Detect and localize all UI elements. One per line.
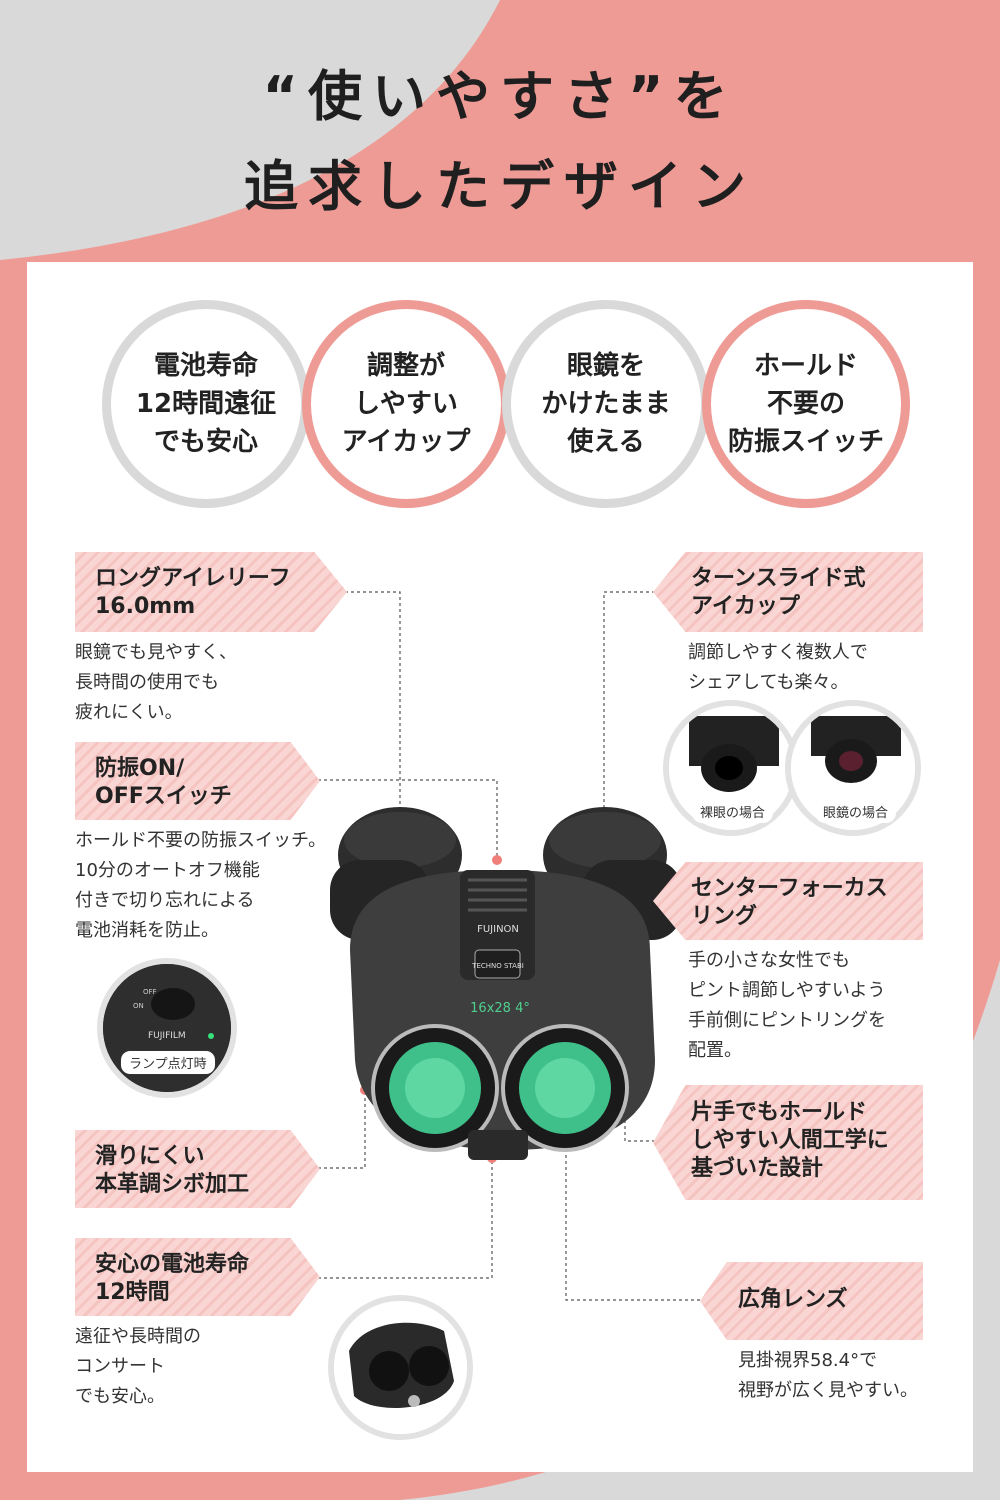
- caption-glasses: 眼鏡の場合: [815, 800, 897, 823]
- feature-text: 調整が しやすい アイカップ: [341, 351, 471, 457]
- switch-on-text: ON: [133, 1002, 144, 1010]
- badge-text: TECHNO STABI: [471, 962, 524, 970]
- tag-leather: 滑りにくい 本革調シボ加工: [75, 1130, 320, 1208]
- battery-photo: [334, 1301, 467, 1434]
- battery-thumbnail: [328, 1295, 473, 1440]
- feature-circle-glasses: 眼鏡を かけたまま 使える: [502, 300, 710, 508]
- glasses-thumbnail: [785, 700, 921, 836]
- tag-ergonomic: 片手でもホールド しやすい人間工学に 基づいた設計: [653, 1085, 923, 1200]
- caption-lamp: ランプ点灯時: [120, 1050, 216, 1075]
- feature-circle-eyecup: 調整が しやすい アイカップ: [302, 300, 510, 508]
- tag-focus: センターフォーカス リング: [653, 862, 923, 940]
- desc-battery: 遠征や長時間の コンサート でも安心。: [75, 1326, 201, 1407]
- tag-switch: 防振ON/ OFFスイッチ: [75, 742, 320, 820]
- switch-thumbnail: OFF ON FUJIFILM: [97, 958, 237, 1098]
- brand-text: FUJINON: [477, 924, 519, 935]
- tag-eye-relief: ロングアイレリーフ 16.0mm: [75, 552, 347, 632]
- feature-text: 眼鏡を かけたまま 使える: [541, 351, 671, 457]
- tag-battery: 安心の電池寿命 12時間: [75, 1238, 320, 1316]
- desc-switch: ホールド不要の防振スイッチ。 10分のオートオフ機能 付きで切り忘れによる 電池…: [75, 830, 327, 941]
- model-text: 16x28 4°: [470, 1001, 530, 1016]
- switch-brand-text: FUJIFILM: [148, 1031, 186, 1041]
- feature-text: 電池寿命 12時間遠征 でも安心: [135, 351, 277, 457]
- desc-focus: 手の小さな女性でも ピント調節しやすいよう 手前側にピントリングを 配置。: [688, 950, 886, 1061]
- tag-eyecup: ターンスライド式 アイカップ: [653, 552, 923, 632]
- page-title-line1: “使いやすさ”を: [262, 65, 738, 128]
- desc-eyecup: 調節しやすく複数人で シェアしても楽々。: [688, 642, 868, 693]
- desc-eye-relief: 眼鏡でも見やすく、 長時間の使用でも 疲れにくい。: [75, 642, 237, 723]
- binocular-image: FUJINON TECHNO STABI 16x28 4°: [330, 807, 682, 1160]
- feature-circle-stabilizer: ホールド 不要の 防振スイッチ: [702, 300, 910, 508]
- switch-off-text: OFF: [143, 988, 157, 996]
- feature-circle-battery: 電池寿命 12時間遠征 でも安心: [102, 300, 310, 508]
- feature-text: ホールド 不要の 防振スイッチ: [727, 351, 884, 457]
- desc-wide: 見掛視界58.4°で 視野が広く見やすい。: [738, 1350, 918, 1401]
- caption-naked: 裸眼の場合: [692, 800, 774, 823]
- page-title-line2: 追求したデザイン: [244, 155, 756, 218]
- tag-wide: 広角レンズ: [700, 1262, 923, 1340]
